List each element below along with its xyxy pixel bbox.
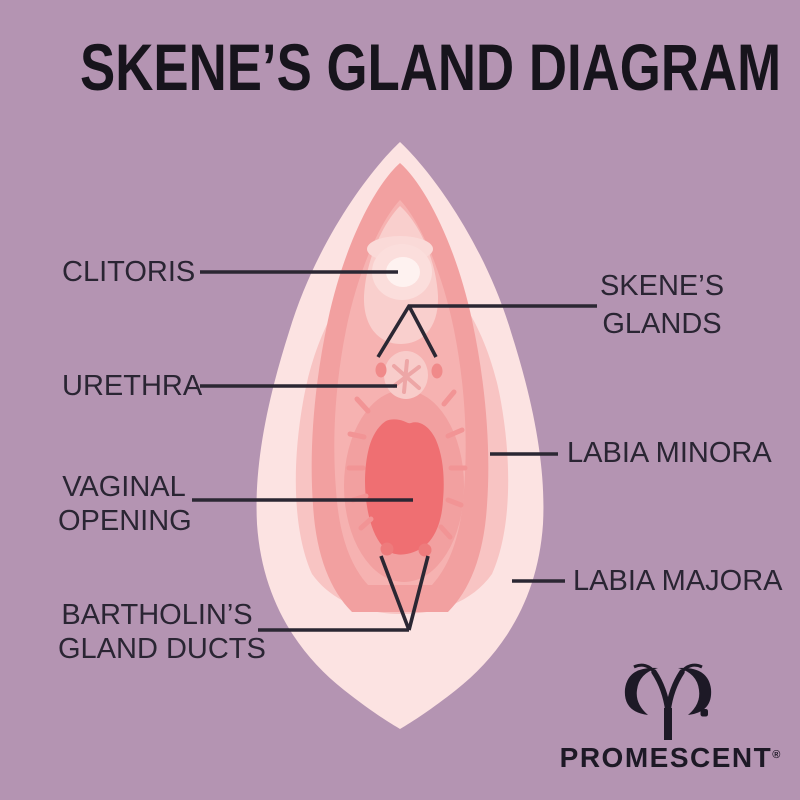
- leader-bartholins: [258, 555, 430, 632]
- bartholin-duct-left-dot: [380, 542, 394, 556]
- leader-skenes: [376, 304, 597, 358]
- label-clitoris: CLITORIS: [62, 256, 196, 288]
- skenes-gland-right-dot: [431, 363, 443, 379]
- ram-horns-icon: [624, 663, 712, 740]
- bartholin-duct-right-dot: [418, 543, 432, 557]
- leader-lines: [192, 270, 597, 632]
- urethra-opening-mark: [392, 359, 421, 394]
- label-urethra: URETHRA: [62, 370, 203, 402]
- registered-mark: ®: [772, 749, 781, 761]
- label-vaginal-opening: VAGINAL OPENING: [58, 471, 192, 537]
- label-labia-minora: LABIA MINORA: [567, 437, 772, 469]
- clitoris-shape: [386, 257, 420, 287]
- skenes-gland-left-dot: [375, 362, 387, 378]
- vaginal-opening-shape: [365, 419, 444, 555]
- brand-wordmark: PROMESCENT®: [559, 742, 781, 773]
- label-skenes-glands: SKENE’S GLANDS: [599, 270, 725, 340]
- label-labia-majora: LABIA MAJORA: [573, 565, 783, 597]
- vaginal-opening-dashes: [346, 389, 468, 540]
- label-bartholins-gland-ducts: BARTHOLIN’S GLAND DUCTS: [58, 599, 266, 665]
- page-title: SKENE’S GLAND DIAGRAM: [80, 30, 782, 104]
